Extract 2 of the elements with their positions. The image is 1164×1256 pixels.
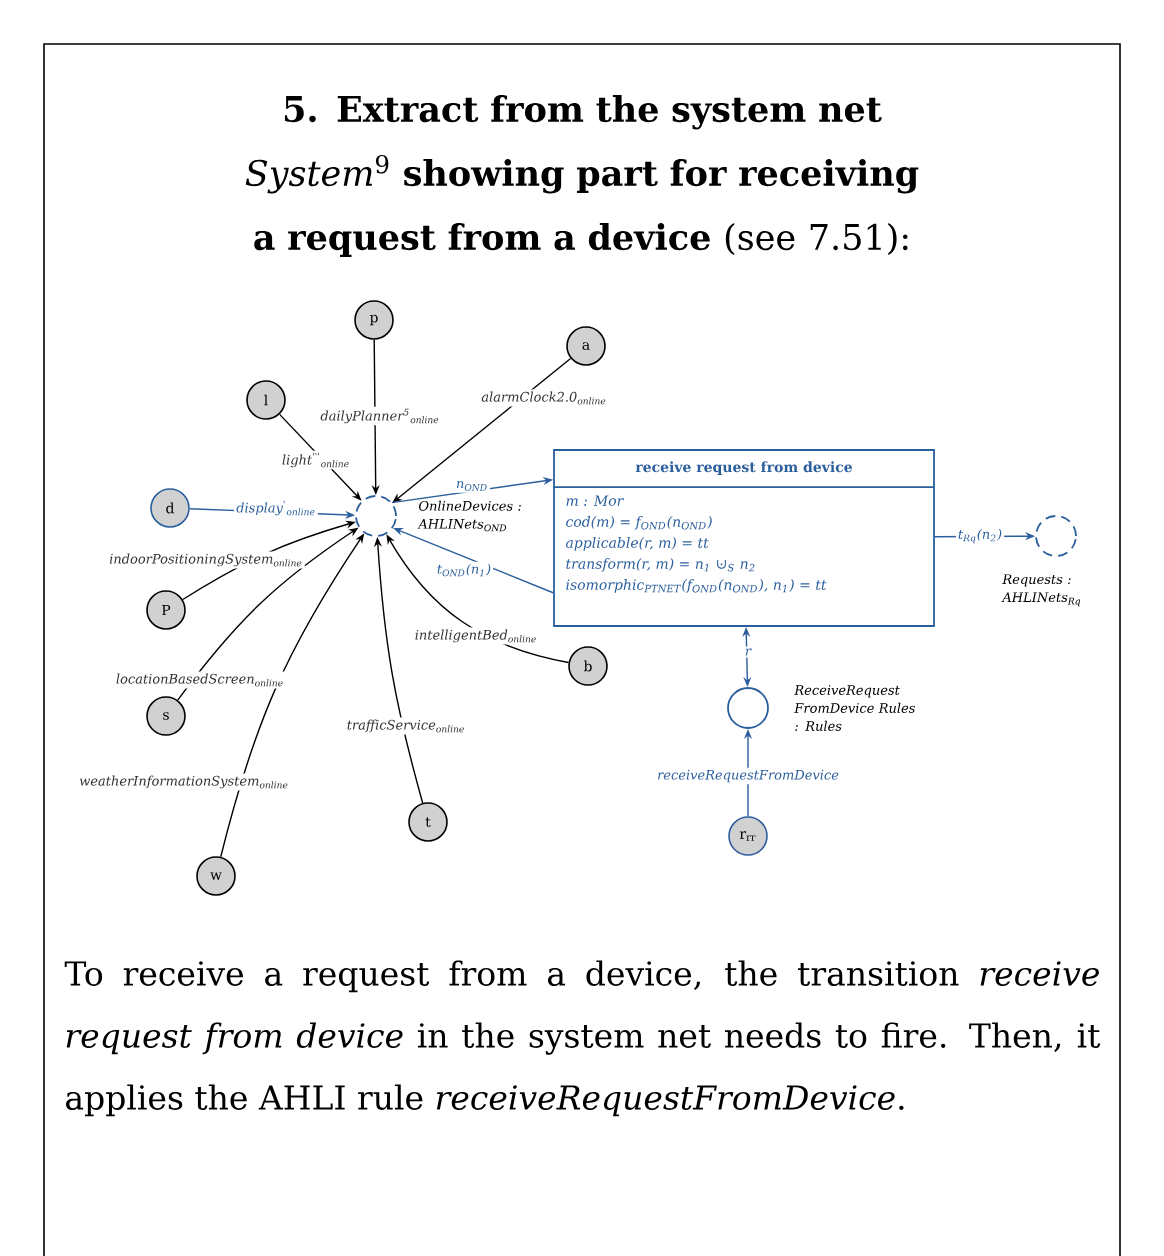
title: 5. Extract from the system net System$^{9}$ showing part for receiving a request from a device (see 7.51): xyxy=(245,95,919,257)
caption: To receive a request from a device, the transition receive request from device in the system net needs to fire. Then, it applies the AHLI rule receiveRequestFromDevice. xyxy=(64,960,1101,1117)
